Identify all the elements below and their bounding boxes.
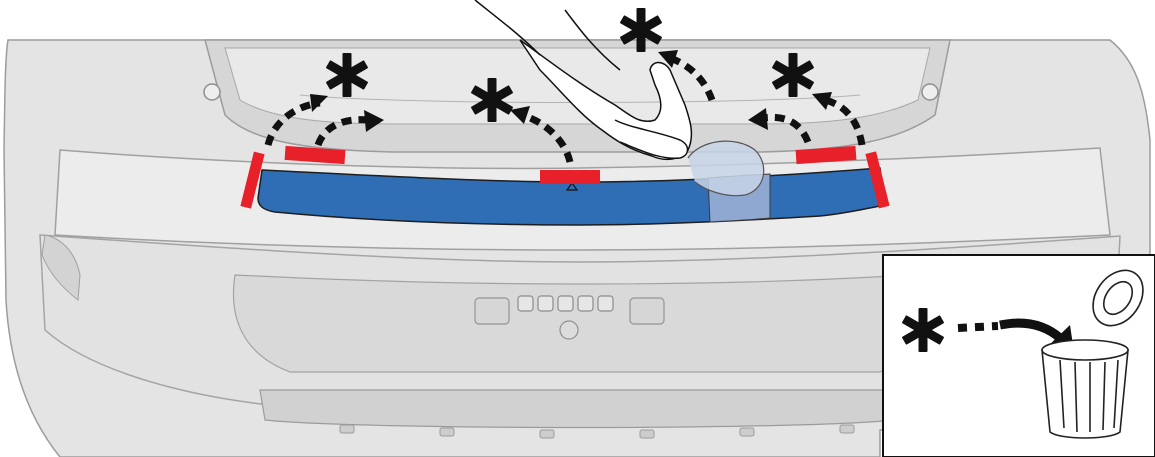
diffuser-tab <box>640 430 654 438</box>
sensor <box>538 296 553 311</box>
right-hinge-bolt <box>922 84 938 100</box>
rear-camera <box>560 321 578 339</box>
sensor <box>598 296 613 311</box>
diffuser-tab <box>540 430 554 438</box>
left-hinge-bolt <box>204 84 220 100</box>
left-plate-mount <box>475 298 509 324</box>
sensor <box>578 296 593 311</box>
tape-center <box>540 170 600 184</box>
parking-sensors <box>518 296 613 311</box>
diffuser-tab <box>840 425 854 433</box>
trash-rim <box>1042 340 1128 360</box>
disposal-inset <box>883 255 1155 457</box>
diffuser-tab <box>440 428 454 436</box>
trash-body <box>1042 350 1128 438</box>
diffuser <box>260 390 900 428</box>
right-plate-mount <box>630 298 664 324</box>
sensor <box>558 296 573 311</box>
sensor <box>518 296 533 311</box>
diffuser-tab <box>340 425 354 433</box>
license-plate-recess <box>233 274 928 372</box>
diffuser-tab <box>740 428 754 436</box>
